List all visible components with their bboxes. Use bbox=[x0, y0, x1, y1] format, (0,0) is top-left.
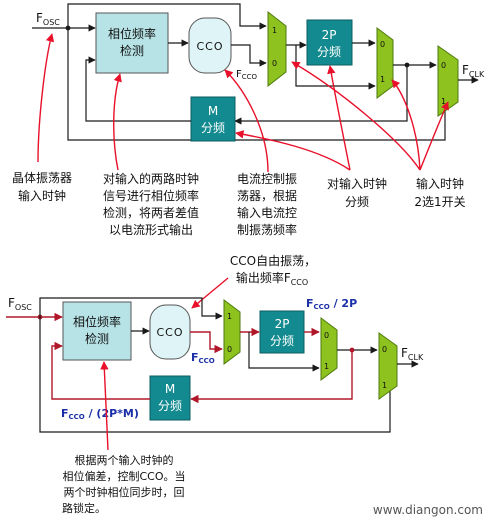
top-mux-1-in1: 1 bbox=[272, 26, 277, 35]
bottom-divm-box bbox=[149, 375, 191, 421]
top-divm-label-1: M bbox=[208, 104, 218, 118]
top-mux-1-in0: 0 bbox=[272, 59, 277, 68]
bottom-arrow-lock bbox=[100, 361, 109, 451]
top-mux-2-in0: 0 bbox=[380, 40, 385, 49]
top-mux-3 bbox=[437, 45, 459, 117]
bottom-mux-1-in1: 1 bbox=[227, 312, 232, 321]
bottom-lock-note-3: 两个时钟相位同步时，回 bbox=[64, 485, 185, 499]
bottom-mux-2-in0: 0 bbox=[324, 331, 329, 340]
top-mux-3-in1: 1 bbox=[441, 97, 446, 106]
bottom-mux1-mux2-wire bbox=[248, 332, 320, 372]
bottom-mux-3 bbox=[378, 332, 398, 400]
top-note-cco-4: 制振荡频率 bbox=[237, 222, 297, 237]
bottom-cco-note-2: 输出频率FCCO bbox=[236, 270, 308, 287]
bottom-pfd-label-1: 相位频率 bbox=[73, 314, 121, 329]
bottom-lock-note-2: 相位偏差，控制CCO。当 bbox=[62, 469, 185, 483]
bottom-lock-note-1: 根据两个输入时钟的 bbox=[75, 453, 174, 467]
top-fclk-label: FCLK bbox=[462, 63, 485, 79]
top-arrow-mux-a bbox=[291, 61, 421, 171]
top-cco-label: CCO bbox=[196, 40, 223, 53]
top-pfd-box bbox=[95, 12, 169, 74]
top-note-cco-3: 输入电流控 bbox=[237, 205, 297, 220]
top-mux-3-in0: 0 bbox=[441, 61, 446, 70]
top-note-pfd-4: 以电流形式输出 bbox=[109, 222, 193, 237]
bottom-mux-3-in1: 1 bbox=[382, 381, 387, 390]
bottom-fclk-label: FCLK bbox=[401, 346, 424, 362]
top-note-mux-1: 输入时钟 bbox=[416, 176, 464, 191]
bottom-divm-pfd-wire bbox=[51, 341, 150, 400]
bottom-mux-2-in1: 1 bbox=[324, 362, 329, 371]
bottom-lock-note-4: 路锁定。 bbox=[62, 501, 106, 515]
top-note-pfd-2: 信号进行相位频率 bbox=[103, 188, 199, 203]
watermark: www.diangon.com bbox=[373, 503, 483, 517]
top-cco-mux-wire bbox=[231, 44, 267, 67]
bottom-fosc-label: FOSC bbox=[8, 296, 32, 312]
top-arrow-pfd bbox=[113, 73, 122, 171]
bottom-mux-3-in0: 0 bbox=[382, 345, 387, 354]
top-mux-2 bbox=[376, 27, 394, 99]
top-note-cco-2: 荡器，根据 bbox=[237, 189, 297, 203]
bottom-cco-note-1: CCO自由振荡， bbox=[230, 254, 316, 268]
bottom-divm-label-2: 分频 bbox=[158, 399, 182, 413]
bottom-pfd-label-2: 检测 bbox=[85, 331, 109, 346]
top-arrow-mux-b bbox=[391, 79, 421, 171]
bottom-mux-2 bbox=[320, 317, 338, 381]
top-divm-label-2: 分频 bbox=[201, 121, 225, 135]
top-div2p-box bbox=[306, 19, 353, 66]
top-div2p-label-2: 分频 bbox=[317, 45, 341, 59]
top-note-pfd-1: 对输入的两路时钟 bbox=[103, 171, 199, 186]
bottom-div2p-box bbox=[259, 310, 305, 354]
top-note-div-1: 对输入时钟 bbox=[327, 176, 387, 191]
bottom-mux-1 bbox=[223, 299, 241, 365]
top-note-crystal-2: 输入时钟 bbox=[18, 188, 66, 203]
top-note-pfd-3: 检测，将两者差值 bbox=[103, 205, 199, 220]
bottom-fb-wire bbox=[190, 350, 353, 404]
top-note-div-2: 分频 bbox=[345, 195, 369, 209]
top-pfd-label-2: 检测 bbox=[120, 43, 144, 58]
bottom-fcco-label: FCCO bbox=[191, 351, 215, 365]
bottom-mux-1-in0: 0 bbox=[227, 345, 232, 354]
top-note-mux-2: 2选1开关 bbox=[414, 195, 465, 209]
top-arrow-cco bbox=[224, 69, 269, 173]
bottom-arrow-cco-note bbox=[191, 277, 229, 309]
top-div2p-label-1: 2P bbox=[322, 28, 337, 42]
bottom-div2p-label-1: 2P bbox=[275, 317, 290, 331]
top-mux-2-in1: 1 bbox=[380, 75, 385, 84]
top-fosc-label: FOSC bbox=[36, 11, 60, 27]
top-diagram: FOSC 相位频率 检测 CCO FCCO 1 0 2P bbox=[12, 3, 485, 237]
top-arrow-div-m bbox=[235, 130, 351, 171]
bottom-divm-label-1: M bbox=[165, 382, 175, 396]
top-mux1-mux2-wire bbox=[295, 45, 376, 90]
top-pfd-label-1: 相位频率 bbox=[108, 26, 156, 41]
top-fcco-label: FCCO bbox=[236, 69, 258, 81]
bottom-pfd-box bbox=[62, 301, 132, 361]
top-divm-box bbox=[190, 96, 236, 142]
top-arrow-crystal bbox=[37, 33, 55, 163]
top-note-crystal-1: 晶体振荡器 bbox=[12, 171, 72, 185]
top-note-cco-1: 电流控制振 bbox=[237, 172, 297, 186]
top-divm-pfd-wire bbox=[85, 56, 191, 122]
top-arrow-mux-c bbox=[419, 101, 449, 171]
bottom-div2p-label-2: 分频 bbox=[270, 334, 294, 348]
bottom-fcco-2p-label: FCCO / 2P bbox=[306, 297, 357, 311]
top-arrow-div-2p bbox=[327, 65, 351, 171]
top-mux-1 bbox=[267, 10, 287, 88]
bottom-fcco-2pm-label: FCCO / (2P*M) bbox=[61, 407, 139, 421]
bottom-cco-label: CCO bbox=[156, 326, 183, 339]
top-fb-wire bbox=[234, 65, 408, 125]
bottom-cco-mux-wire bbox=[190, 331, 223, 354]
top-bypass-top-wire bbox=[67, 3, 267, 30]
bottom-bypass-top-wire bbox=[39, 297, 223, 320]
bottom-diagram: CCO自由振荡， 输出频率FCCO FOSC 相位频率 检测 CCO FCCO bbox=[6, 254, 424, 515]
